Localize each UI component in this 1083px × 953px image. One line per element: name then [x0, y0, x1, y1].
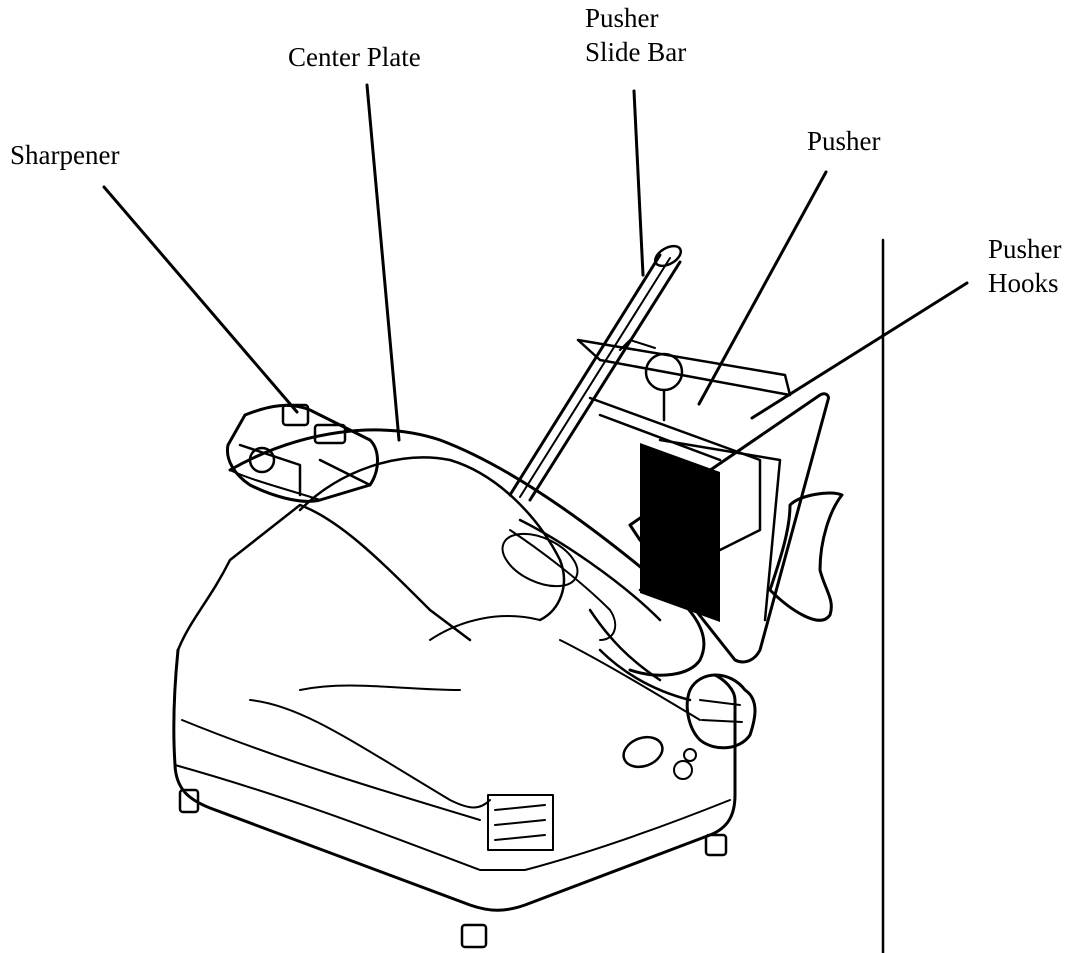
slicer-base — [172, 503, 737, 949]
label-pusher-slide-bar-line1: Pusher — [585, 3, 659, 33]
leader-center-plate — [365, 83, 401, 442]
carriage-tray — [576, 338, 844, 664]
sharpener-housing — [225, 403, 379, 503]
carriage-rail — [588, 608, 692, 702]
pusher-plate — [640, 442, 720, 623]
label-pusher-slide-bar: Pusher Slide Bar — [585, 1, 686, 69]
leader-pusher — [697, 170, 828, 406]
label-pusher-hooks-line2: Hooks — [988, 268, 1059, 298]
meat-slicer-drawing — [172, 244, 844, 949]
label-center-plate: Center Plate — [288, 40, 421, 74]
carriage-handle — [768, 491, 844, 622]
label-pusher-slide-bar-line2: Slide Bar — [585, 37, 687, 67]
label-pusher-hooks-line1: Pusher — [988, 234, 1062, 264]
leader-sharpener — [102, 185, 299, 414]
label-sharpener: Sharpener — [10, 138, 119, 172]
label-pusher-hooks: Pusher Hooks — [988, 232, 1062, 300]
label-sharpener-text: Sharpener — [10, 140, 120, 170]
leader-lines — [102, 83, 969, 953]
label-pusher-text: Pusher — [807, 126, 881, 156]
pusher-slide-bar — [508, 244, 683, 502]
blade-assembly — [228, 428, 706, 677]
thickness-knob — [685, 673, 757, 750]
leader-pusher-hooks — [750, 281, 969, 420]
label-center-plate-text: Center Plate — [288, 42, 421, 72]
label-pusher: Pusher — [807, 124, 881, 158]
leader-pusher-slide-bar — [632, 89, 645, 277]
